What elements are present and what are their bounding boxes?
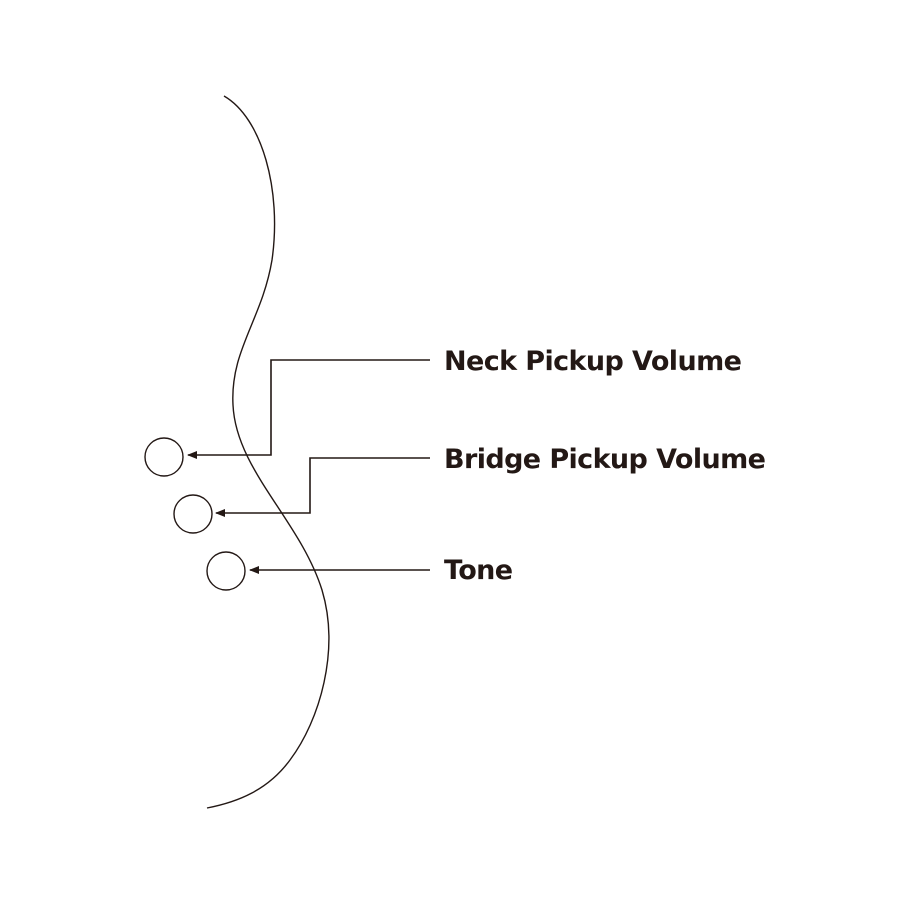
- tone-knob[interactable]: [206, 551, 246, 591]
- neck-volume-leader-line: [187, 359, 430, 459]
- neck-volume-label: Neck Pickup Volume: [444, 346, 742, 377]
- tone-label: Tone: [444, 555, 513, 586]
- bridge-volume-knob[interactable]: [173, 494, 213, 534]
- guitar-body-outline: [206, 95, 330, 809]
- bridge-volume-label: Bridge Pickup Volume: [444, 444, 766, 475]
- neck-volume-knob[interactable]: [144, 437, 184, 477]
- bridge-volume-leader-line: [215, 457, 430, 517]
